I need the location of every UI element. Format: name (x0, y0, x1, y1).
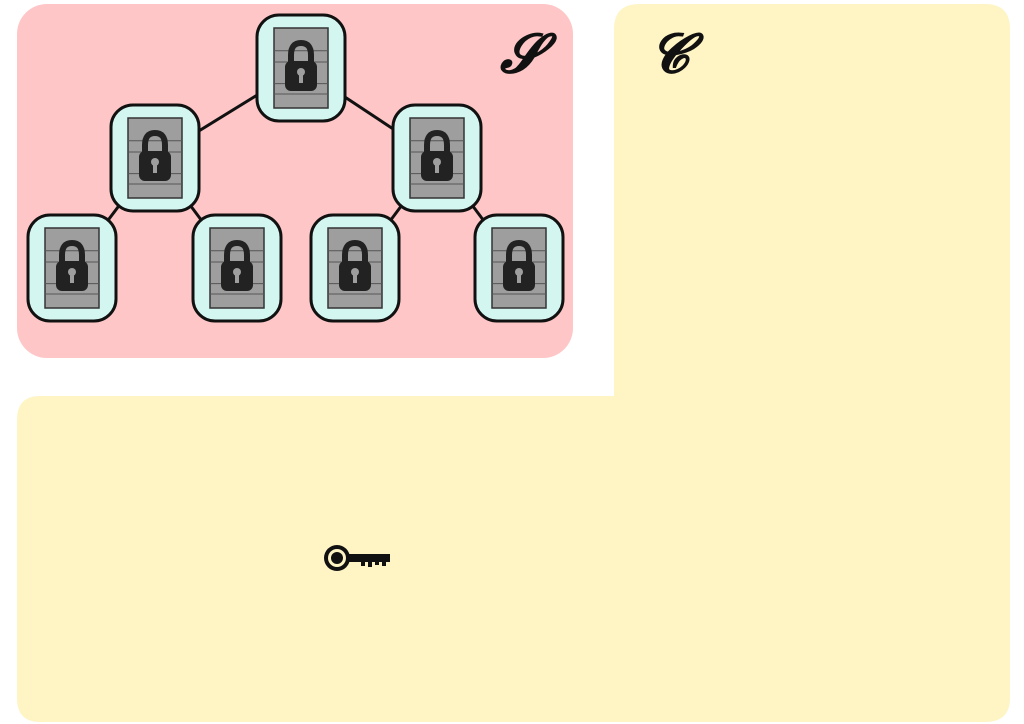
tree-node-ll (26, 213, 118, 323)
tree-node-l (109, 103, 201, 213)
tree-node-rl (309, 213, 401, 323)
padlock-icon (285, 39, 317, 91)
padlock-icon (139, 129, 171, 181)
key-icon (324, 545, 390, 571)
padlock-icon (503, 239, 535, 291)
tree-node-root (255, 13, 347, 123)
tree-nodes (26, 13, 565, 323)
padlock-icon (339, 239, 371, 291)
padlock-icon (56, 239, 88, 291)
tree-node-lr (191, 213, 283, 323)
padlock-icon (221, 239, 253, 291)
padlock-icon (421, 129, 453, 181)
tree-node-rr (473, 213, 565, 323)
client-region (17, 4, 1010, 722)
tree-node-r (391, 103, 483, 213)
server-region (17, 4, 573, 358)
